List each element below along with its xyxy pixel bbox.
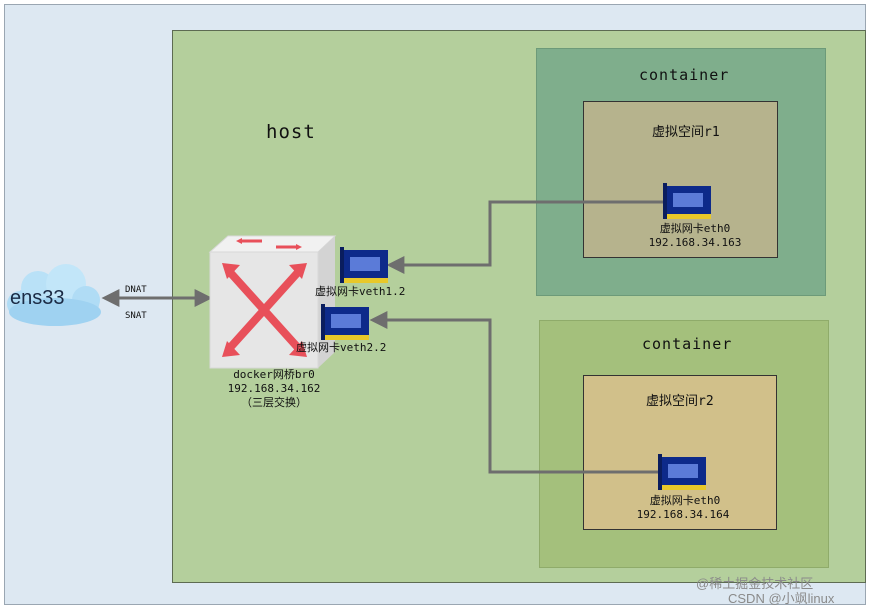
nic-icon — [321, 304, 369, 340]
namespace2-box — [583, 375, 777, 530]
watermark-juejin: @稀土掘金技术社区 — [696, 576, 814, 591]
bridge-name: docker网桥br0 — [233, 368, 315, 381]
veth2-label: 虚拟网卡veth2.2 — [296, 341, 387, 354]
r1-veth1-connector — [386, 200, 663, 274]
nic-icon — [340, 247, 388, 283]
dnat-label: DNAT — [125, 285, 147, 295]
veth1-label: 虚拟网卡veth1.2 — [315, 285, 406, 298]
r2-ip: 192.168.34.164 — [636, 508, 730, 521]
ens33-label: ens33 — [10, 287, 65, 309]
r2-nic-label: 虚拟网卡eth0 — [649, 494, 721, 507]
r2-veth2-connector — [369, 311, 658, 474]
namespace2-label: 虚拟空间r2 — [646, 394, 714, 409]
nic-icon — [658, 454, 706, 490]
nic-icon — [663, 183, 711, 219]
r1-nic-label: 虚拟网卡eth0 — [659, 222, 731, 235]
namespace1-label: 虚拟空间r1 — [652, 125, 720, 140]
container1-label: container — [639, 66, 730, 84]
watermark-csdn: CSDN @小飒linux — [728, 591, 835, 606]
cloud-icon — [7, 264, 101, 326]
r1-ip: 192.168.34.163 — [648, 236, 742, 249]
bridge-ip: 192.168.34.162 — [227, 382, 321, 395]
bridge-note: （三层交换） — [241, 396, 307, 409]
namespace1-box — [583, 101, 778, 258]
host-label: host — [266, 121, 316, 143]
snat-label: SNAT — [125, 311, 147, 321]
container2-label: container — [642, 335, 733, 353]
